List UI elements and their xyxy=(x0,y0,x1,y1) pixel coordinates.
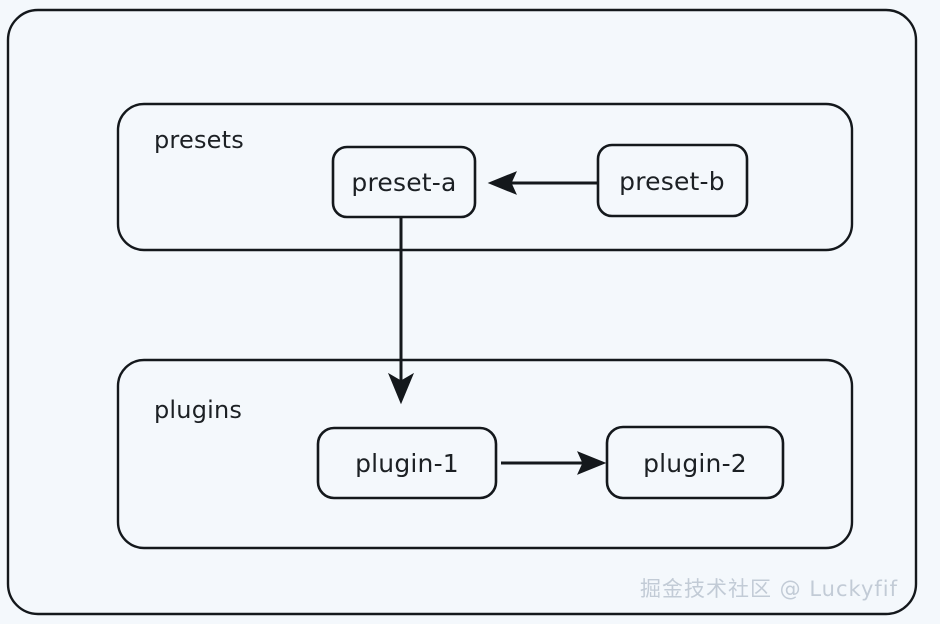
node-plugin-2-box xyxy=(605,425,785,500)
group-presets-label: presets xyxy=(154,126,244,154)
node-preset-a-box xyxy=(331,145,477,219)
node-preset-b[interactable]: preset-b xyxy=(596,143,749,218)
watermark: 掘金技术社区 @ Luckyfif xyxy=(640,577,898,601)
node-plugin-2-label: plugin-2 xyxy=(643,449,747,478)
edge-plugin-1-to-plugin-2 xyxy=(501,451,607,475)
edge-preset-b-to-preset-a xyxy=(487,171,597,195)
node-preset-a-label: preset-a xyxy=(351,168,456,197)
node-preset-b-box xyxy=(596,143,749,218)
group-plugins-label: plugins xyxy=(154,396,242,424)
arrow-head-down-icon xyxy=(387,372,415,405)
edge-preset-a-to-plugin-1 xyxy=(387,218,415,405)
node-preset-b-label: preset-b xyxy=(619,167,725,196)
node-plugin-1-label: plugin-1 xyxy=(355,449,459,478)
arrow-head-right-icon xyxy=(577,451,607,475)
node-plugin-1-box xyxy=(316,426,498,500)
node-plugin-2[interactable]: plugin-2 xyxy=(605,425,785,500)
node-plugin-1[interactable]: plugin-1 xyxy=(316,426,498,500)
arrow-head-left-icon xyxy=(487,171,517,195)
node-preset-a[interactable]: preset-a xyxy=(331,145,477,219)
